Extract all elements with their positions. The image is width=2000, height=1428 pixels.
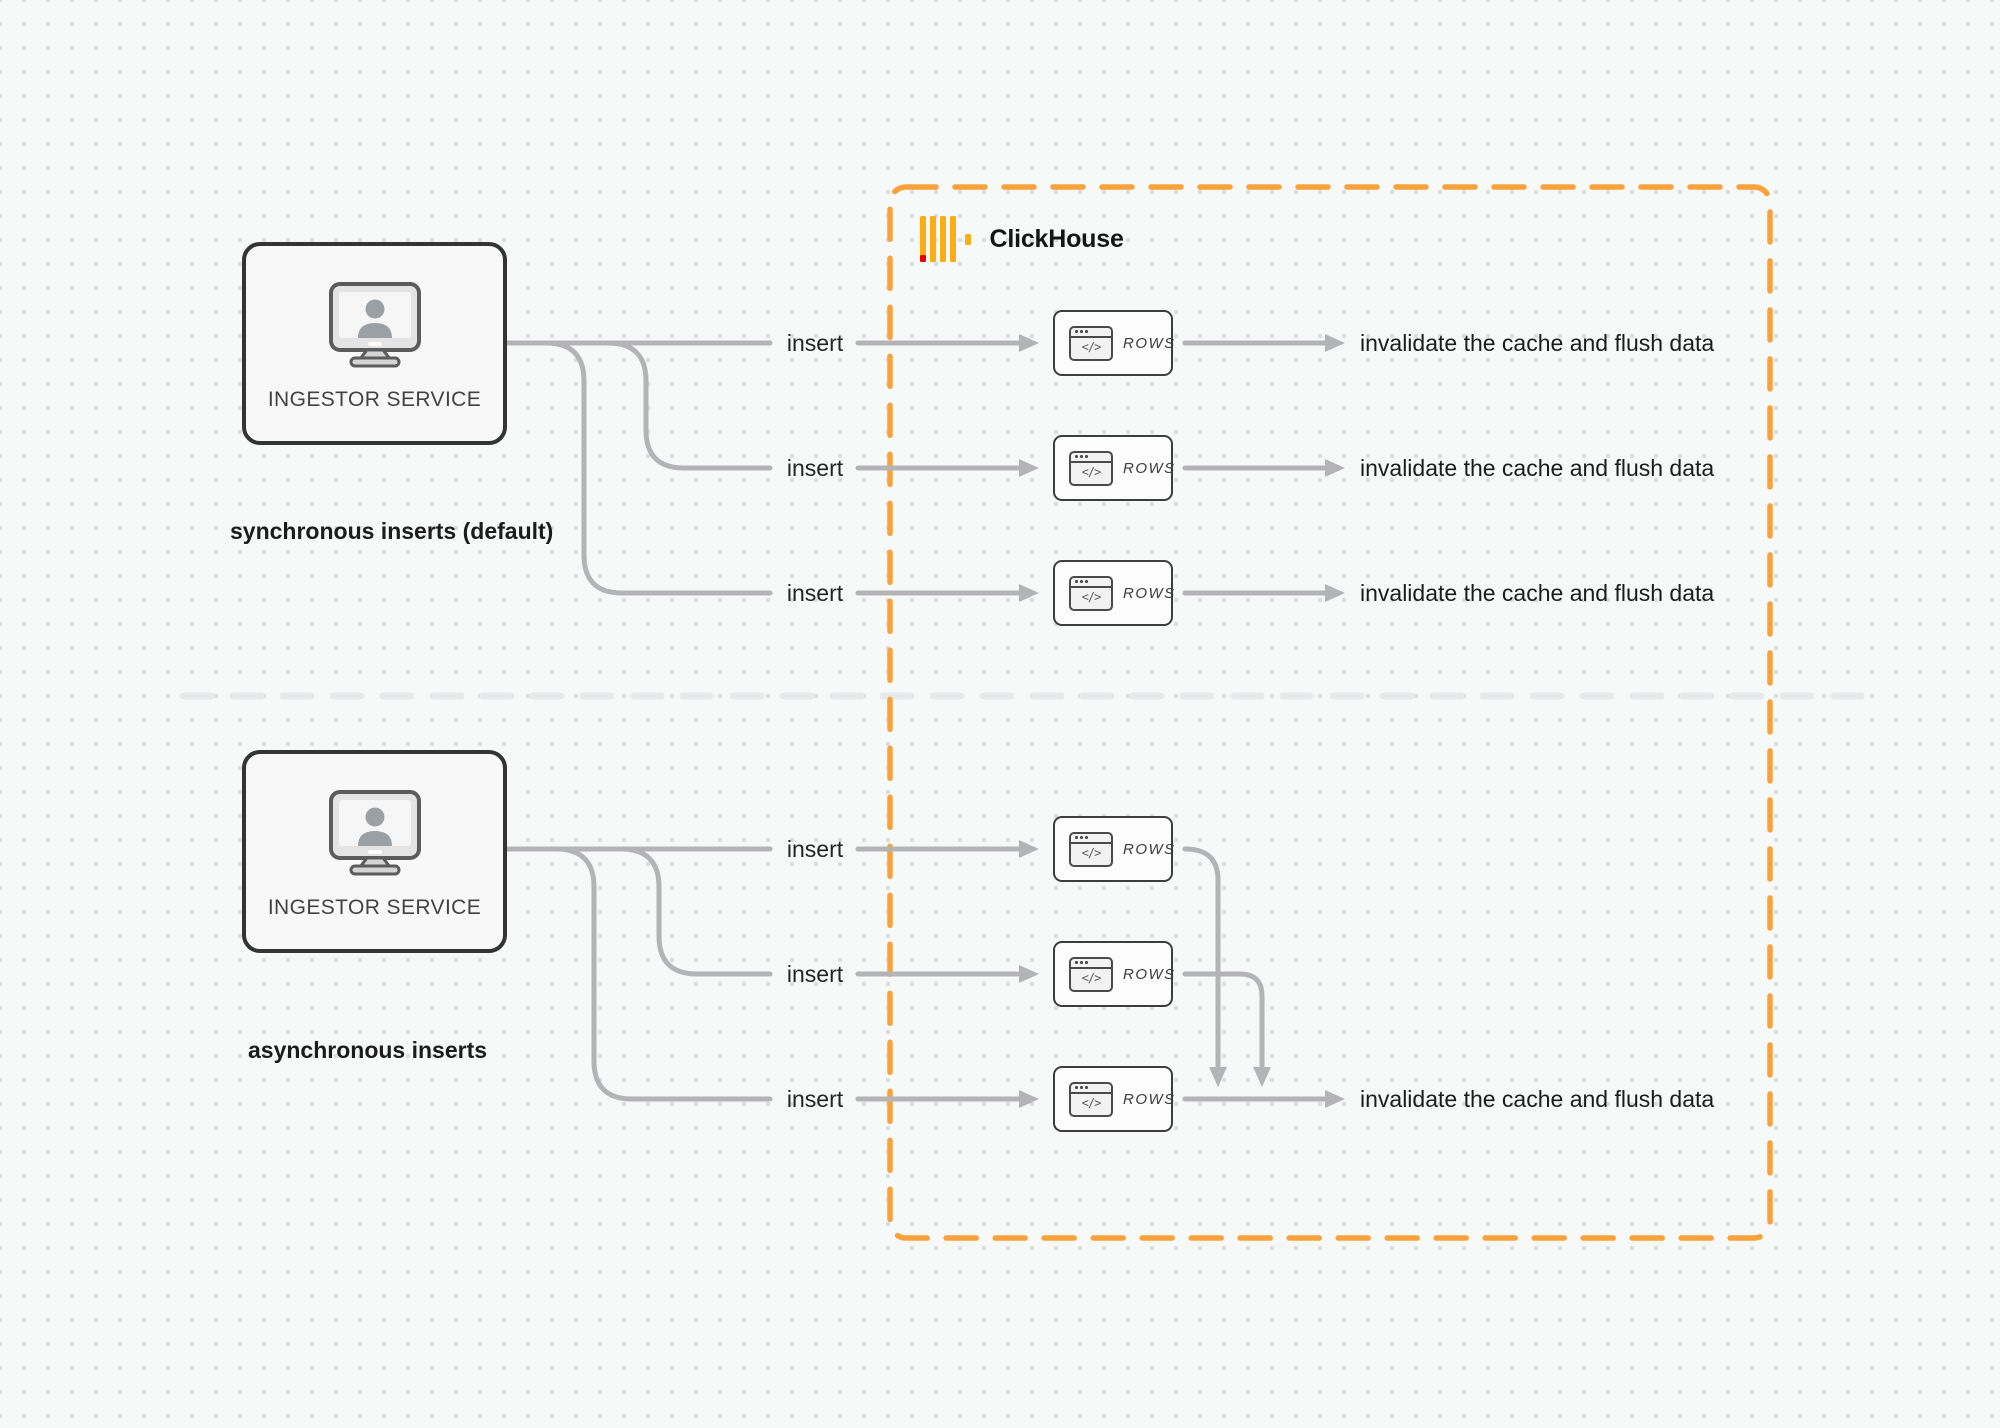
clickhouse-logo-bars-icon	[920, 216, 971, 262]
insert-label: insert	[786, 1086, 844, 1112]
result-label: invalidate the cache and flush data	[1360, 455, 1715, 481]
result-label: invalidate the cache and flush data	[1360, 330, 1715, 356]
rows-card: </> ROWS	[1053, 816, 1176, 885]
rows-card-label: ROWS	[1123, 584, 1176, 602]
sync-section-caption: synchronous inserts (default)	[230, 518, 554, 544]
result-label: invalidate the cache and flush data	[1360, 1086, 1715, 1112]
ingestor-service-label: INGESTOR SERVICE	[267, 387, 482, 411]
clickhouse-wordmark: ClickHouse	[989, 224, 1124, 253]
async-section-caption: asynchronous inserts	[248, 1037, 488, 1063]
rows-card-label: ROWS	[1123, 1090, 1176, 1108]
rows-card: </> ROWS	[1053, 435, 1176, 504]
rows-card-label: ROWS	[1123, 459, 1176, 477]
rows-card: </> ROWS	[1053, 560, 1176, 629]
insert-label: insert	[786, 580, 844, 606]
clickhouse-boundary	[887, 184, 1773, 1241]
rows-card-label: ROWS	[1123, 334, 1176, 352]
rows-card: </> ROWS	[1053, 310, 1176, 379]
code-window-icon: </>	[1069, 1081, 1113, 1117]
insert-label: insert	[786, 836, 844, 862]
code-window-icon: </>	[1069, 450, 1113, 486]
insert-label: insert	[786, 330, 844, 356]
code-window-icon: </>	[1069, 956, 1113, 992]
ingestor-service-label: INGESTOR SERVICE	[267, 895, 482, 919]
monitor-user-icon	[328, 789, 421, 875]
clickhouse-logo: ClickHouse	[920, 216, 1124, 262]
monitor-user-icon	[328, 281, 421, 367]
rows-card-label: ROWS	[1123, 840, 1176, 858]
insert-label: insert	[786, 961, 844, 987]
result-label: invalidate the cache and flush data	[1360, 580, 1715, 606]
code-window-icon: </>	[1069, 575, 1113, 611]
rows-card-label: ROWS	[1123, 965, 1176, 983]
ingestor-service-box-sync: INGESTOR SERVICE	[242, 242, 507, 445]
connector-lines	[504, 334, 1345, 1108]
insert-label: insert	[786, 455, 844, 481]
code-window-icon: </>	[1069, 325, 1113, 361]
rows-card: </> ROWS	[1053, 941, 1176, 1010]
ingestor-service-box-async: INGESTOR SERVICE	[242, 750, 507, 953]
code-window-icon: </>	[1069, 831, 1113, 867]
rows-card: </> ROWS	[1053, 1066, 1176, 1135]
